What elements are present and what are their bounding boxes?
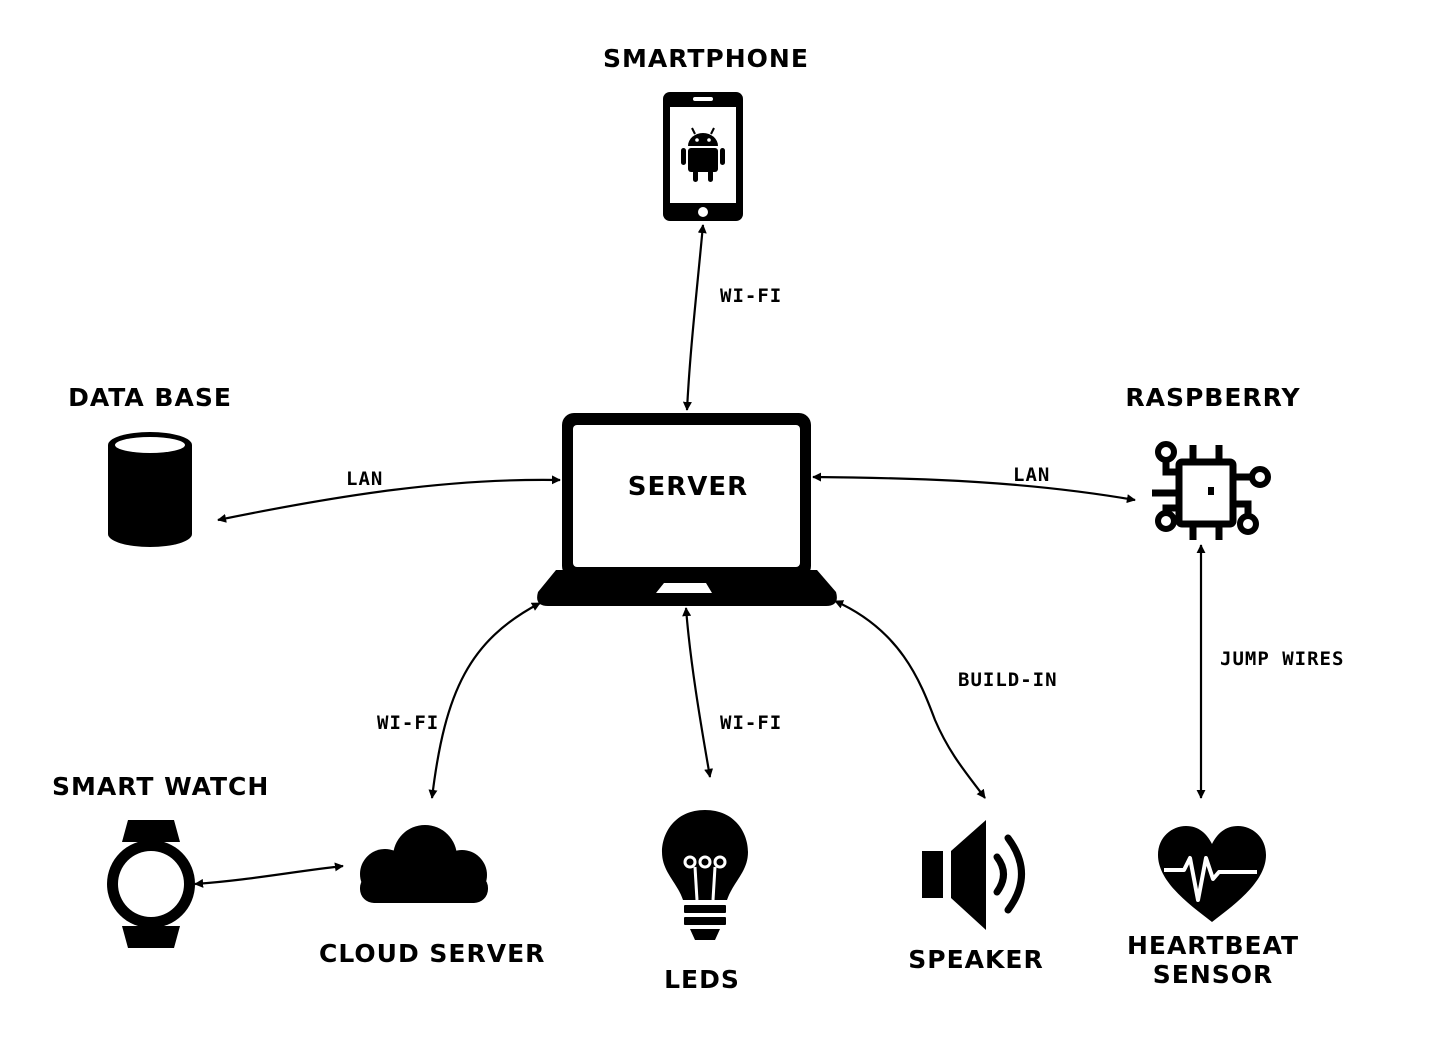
- smartphone-label: SMARTPHONE: [603, 44, 809, 73]
- edge-label-server-raspberry: LAN: [1013, 464, 1051, 486]
- edge-label-phone-server: WI-FI: [720, 285, 783, 307]
- database-cylinder-icon: [108, 432, 192, 547]
- edge-label-server-leds: WI-FI: [720, 712, 783, 734]
- edge-server-leds: [682, 607, 714, 778]
- smartwatch-icon: [107, 820, 195, 948]
- heartbeat-label-line1: HEARTBEAT: [1126, 931, 1300, 960]
- speaker-label: SPEAKER: [908, 945, 1044, 974]
- smart-watch-label: SMART WATCH: [52, 772, 270, 801]
- speaker-icon: [922, 820, 1025, 930]
- edge-server-speaker: [834, 599, 986, 799]
- android-smartphone-icon: [663, 92, 743, 221]
- laptop-icon: [537, 413, 837, 606]
- heartbeat-icon: [1158, 826, 1266, 922]
- edge-server-raspberry: [812, 472, 1136, 504]
- cloud-server-label: CLOUD SERVER: [319, 939, 546, 968]
- edge-label-db-server: LAN: [346, 468, 384, 490]
- database-label: DATA BASE: [68, 383, 232, 412]
- cloud-icon: [360, 825, 488, 903]
- server-label: SERVER: [627, 472, 749, 502]
- raspberry-label: RASPBERRY: [1125, 383, 1301, 412]
- edge-label-raspberry-heartbeat: JUMP WIRES: [1220, 648, 1345, 670]
- circuit-chip-icon: [1152, 441, 1271, 540]
- edge-label-server-speaker: BUILD-IN: [958, 669, 1058, 691]
- edge-db-server: [217, 475, 561, 523]
- lightbulb-icon: [662, 810, 748, 940]
- edge-server-cloud: [428, 602, 541, 799]
- edge-phone-server: [682, 224, 707, 411]
- edge-watch-cloud: [194, 862, 344, 888]
- edge-label-server-cloud: WI-FI: [377, 712, 440, 734]
- heartbeat-label-line2: SENSOR: [1152, 960, 1274, 989]
- chip-dot: [1208, 487, 1214, 495]
- leds-label: LEDS: [664, 965, 740, 994]
